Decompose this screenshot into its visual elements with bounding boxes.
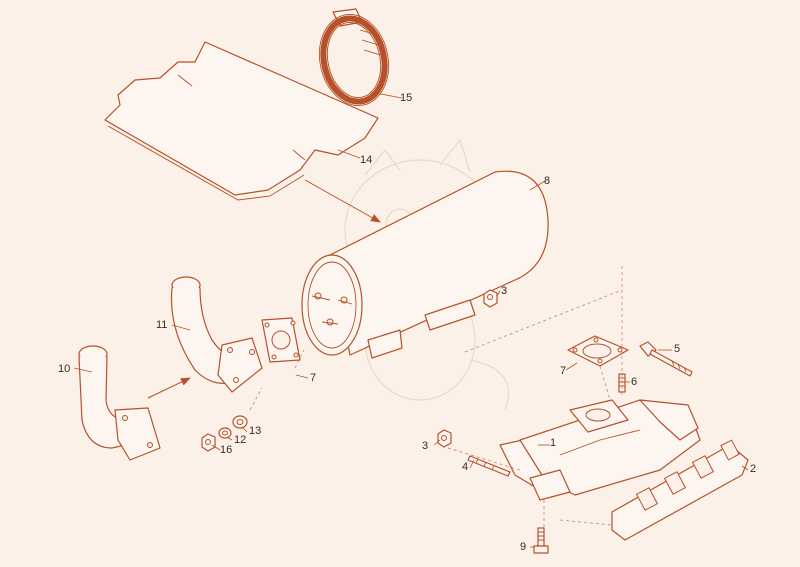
- callout-8: 8: [544, 175, 551, 187]
- callout-10: 10: [58, 363, 71, 375]
- callout-11: 11: [156, 319, 168, 331]
- part-7-gasket-left: [261, 317, 301, 363]
- part-3-nut-lower: [437, 429, 452, 448]
- part-12-lock-washer: [218, 427, 232, 439]
- callout-7-right: 7: [560, 365, 567, 377]
- part-13-flat-washer: [232, 415, 248, 429]
- callout-4: 4: [462, 461, 469, 473]
- callout-15: 15: [400, 92, 413, 104]
- callout-13: 13: [249, 425, 262, 437]
- part-2-manifold-gasket: [611, 439, 749, 541]
- callout-1: 1: [550, 437, 557, 449]
- part-11-exhaust-elbow: [170, 276, 263, 393]
- callout-leaders: [73, 91, 749, 548]
- part-3-nut-upper: [483, 289, 498, 308]
- assembly-arrow-pipe: [147, 377, 191, 399]
- part-14-heat-shield: [104, 41, 379, 201]
- part-15-hose-clamp: [318, 8, 390, 106]
- part-7-gasket-right: [567, 335, 629, 367]
- callout-2: 2: [750, 463, 757, 475]
- part-4-stud-bolt: [467, 455, 511, 477]
- part-8-muffler: [301, 170, 549, 359]
- part-1-exhaust-manifold: [499, 399, 701, 501]
- callout-9: 9: [520, 541, 527, 553]
- assembly-centerlines: [249, 266, 623, 528]
- callout-3-upper: 3: [501, 285, 508, 297]
- callout-3-lower: 3: [422, 440, 429, 452]
- part-10-tailpipe: [78, 345, 161, 461]
- callout-5: 5: [674, 343, 681, 355]
- callout-12: 12: [234, 434, 247, 446]
- callout-16: 16: [220, 444, 233, 456]
- assembly-arrow-shield: [304, 179, 381, 223]
- callout-6: 6: [631, 376, 638, 388]
- part-5-bolt: [639, 341, 693, 377]
- callout-7-left: 7: [310, 372, 317, 384]
- part-9-bolt: [533, 527, 549, 554]
- callout-14: 14: [360, 154, 373, 166]
- part-16-nut: [201, 433, 216, 452]
